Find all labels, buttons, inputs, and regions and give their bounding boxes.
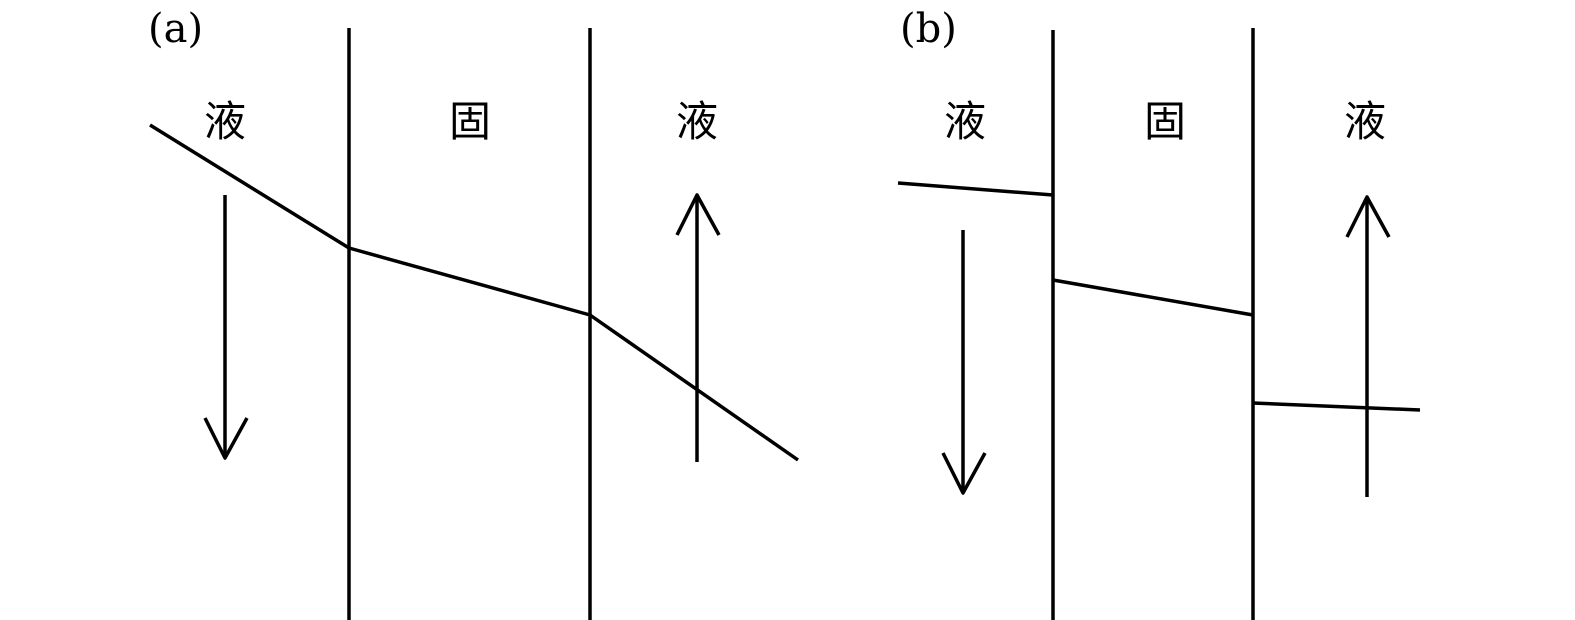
region-label-solid: 固 (449, 97, 491, 146)
region-label-liquid-left: 液 (944, 97, 986, 146)
profile-segment-left (897, 181, 1054, 197)
region-label-liquid-right: 液 (1344, 97, 1386, 146)
profile-line (149, 123, 800, 462)
arrow-down-icon (203, 195, 249, 460)
region-label-liquid-left: 液 (204, 97, 246, 146)
profile-segment-middle (1052, 278, 1254, 317)
arrow-down-icon (941, 230, 987, 495)
panel-b-label: (b) (900, 6, 957, 52)
panel-a: (a) 液 固 液 (148, 6, 800, 620)
profile-segment-right (1252, 401, 1421, 412)
arrow-up-icon (1345, 195, 1391, 497)
panel-a-label: (a) (148, 6, 203, 52)
panel-b: (b) 液 固 液 (897, 6, 1421, 620)
region-label-liquid-right: 液 (676, 97, 718, 146)
arrow-up-icon (675, 193, 721, 462)
region-label-solid: 固 (1144, 97, 1186, 146)
